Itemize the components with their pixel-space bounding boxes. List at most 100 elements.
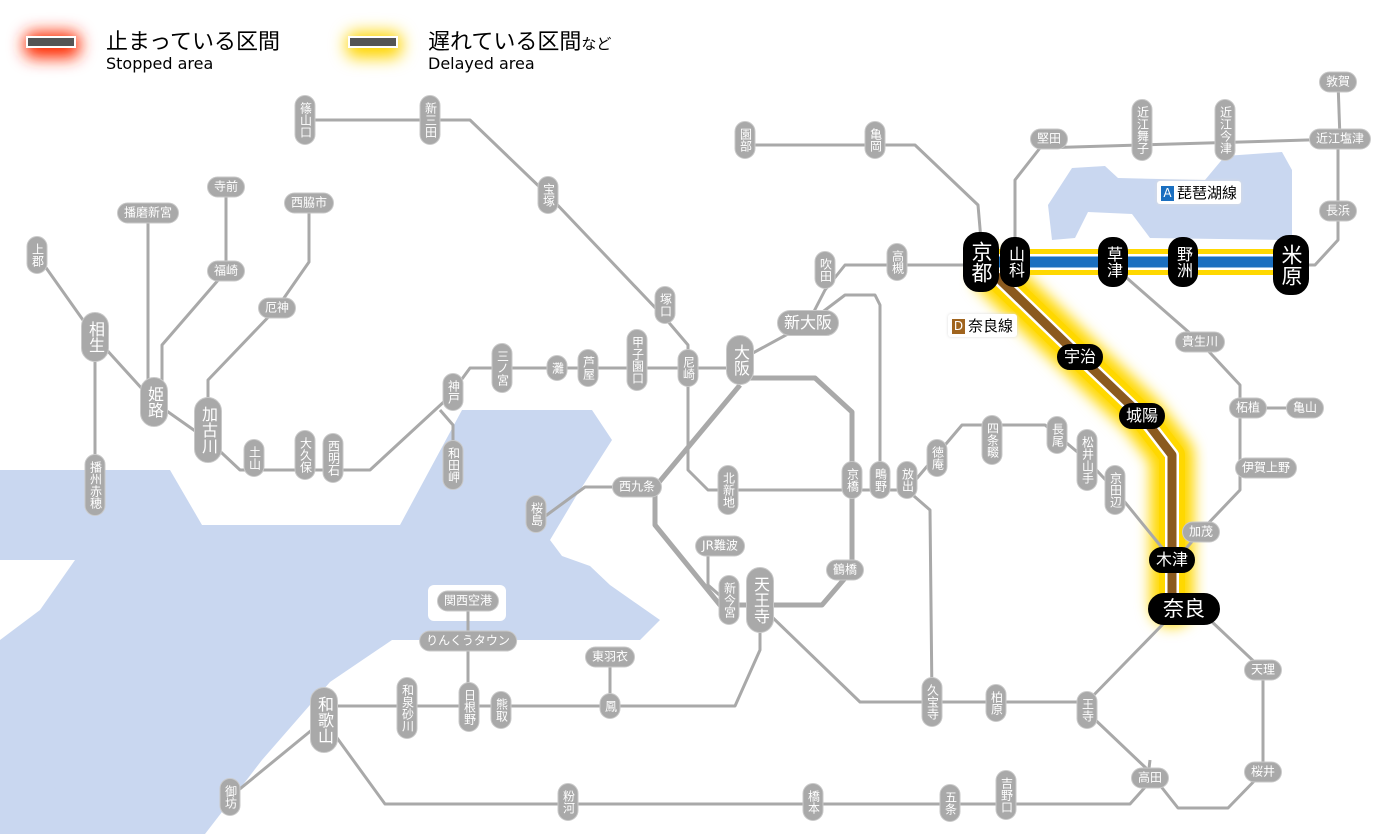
station-normal[interactable]: 西九条 — [611, 476, 663, 498]
station-delayed[interactable]: 宇治 — [1056, 344, 1104, 370]
station-normal[interactable]: 新三田 — [419, 95, 441, 145]
rail-line[interactable] — [745, 143, 983, 241]
station-normal[interactable]: 和歌山 — [310, 687, 338, 753]
station-normal[interactable]: 久宝寺 — [921, 677, 943, 727]
rail-line[interactable] — [305, 118, 907, 492]
station-normal[interactable]: 新大阪 — [776, 310, 840, 336]
station-delayed[interactable]: 米原 — [1273, 235, 1309, 295]
station-normal[interactable]: 加古川 — [194, 397, 222, 463]
legend-stopped-jp: 止まっている区間 — [106, 30, 281, 55]
station-normal[interactable]: 鶴橋 — [825, 559, 865, 581]
station-normal[interactable]: 近江今津 — [1214, 99, 1236, 161]
station-normal[interactable]: 大久保 — [294, 430, 316, 480]
station-normal[interactable]: 和泉砂川 — [396, 677, 418, 739]
station-delayed[interactable]: 城陽 — [1118, 403, 1166, 429]
rail-line[interactable] — [768, 613, 1167, 704]
station-normal[interactable]: 吹田 — [814, 251, 836, 289]
station-normal[interactable]: 大阪 — [726, 335, 754, 385]
station-normal[interactable]: 東羽衣 — [584, 646, 636, 668]
station-normal[interactable]: 柘植 — [1228, 397, 1268, 419]
station-normal[interactable]: 高田 — [1130, 767, 1170, 789]
station-delayed[interactable]: 木津 — [1148, 547, 1196, 573]
station-normal[interactable]: 亀山 — [1285, 397, 1325, 419]
station-normal[interactable]: 土山 — [243, 439, 265, 477]
station-normal[interactable]: 相生 — [81, 312, 109, 362]
station-delayed[interactable]: 草津 — [1098, 237, 1128, 287]
station-normal[interactable]: 桜井 — [1243, 761, 1283, 783]
station-normal[interactable]: 西脇市 — [283, 192, 335, 214]
station-normal[interactable]: JR難波 — [695, 535, 745, 557]
station-normal[interactable]: 播磨新宮 — [116, 202, 180, 224]
station-normal[interactable]: 鴫野 — [869, 461, 891, 499]
station-normal[interactable]: 神戸 — [442, 373, 464, 411]
station-normal[interactable]: 園部 — [734, 121, 756, 159]
station-normal[interactable]: 天理 — [1243, 659, 1283, 681]
station-normal[interactable]: 新今宮 — [718, 575, 740, 625]
rail-line[interactable] — [322, 719, 1152, 806]
station-normal[interactable]: 敦賀 — [1318, 71, 1358, 93]
rail-line[interactable] — [807, 293, 882, 480]
station-normal[interactable]: 松井山手 — [1076, 429, 1098, 491]
station-normal[interactable]: 近江舞子 — [1131, 99, 1153, 161]
station-normal[interactable]: 伊賀上野 — [1234, 457, 1298, 479]
rail-line[interactable] — [35, 254, 740, 472]
station-normal[interactable]: りんくうタウン — [419, 630, 517, 652]
station-normal[interactable]: 福崎 — [206, 260, 246, 282]
station-normal[interactable]: 芦屋 — [577, 349, 599, 387]
rail-line[interactable] — [229, 718, 325, 799]
station-normal[interactable]: 徳庵 — [926, 439, 948, 477]
station-normal[interactable]: 寺前 — [206, 176, 246, 198]
station-normal[interactable]: 四条畷 — [981, 415, 1003, 465]
station-delayed[interactable]: 野洲 — [1168, 237, 1198, 287]
station-normal[interactable]: 姫路 — [140, 377, 168, 427]
station-normal[interactable]: 長尾 — [1046, 416, 1068, 454]
station-normal[interactable]: 御坊 — [219, 778, 241, 816]
station-normal[interactable]: 京田辺 — [1104, 465, 1126, 515]
station-normal[interactable]: 放出 — [896, 461, 918, 499]
station-normal[interactable]: 三ノ宮 — [491, 343, 513, 393]
station-normal[interactable]: 尼崎 — [677, 349, 699, 387]
station-normal[interactable]: 加茂 — [1181, 521, 1221, 543]
station-normal[interactable]: 貴生川 — [1174, 331, 1226, 353]
station-normal[interactable]: 上郡 — [26, 236, 48, 274]
station-normal[interactable]: 天王寺 — [746, 567, 774, 633]
station-normal[interactable]: 王寺 — [1076, 691, 1098, 729]
station-normal[interactable]: 関西空港 — [436, 590, 500, 612]
station-normal[interactable]: 柏原 — [985, 684, 1007, 722]
station-normal[interactable]: 近江塩津 — [1308, 128, 1372, 150]
station-normal[interactable]: 高槻 — [886, 243, 908, 281]
osaka-loop-line[interactable] — [652, 375, 855, 608]
station-normal[interactable]: 播州赤穂 — [84, 454, 106, 516]
station-delayed[interactable]: 京都 — [963, 232, 999, 292]
station-normal[interactable]: 甲子園口 — [626, 329, 648, 391]
station-normal[interactable]: 熊取 — [490, 691, 512, 729]
station-normal[interactable]: 鳳 — [599, 693, 621, 719]
station-normal[interactable]: 北新地 — [717, 465, 739, 515]
station-delayed[interactable]: 山科 — [1000, 237, 1030, 287]
station-normal[interactable]: 西明石 — [322, 433, 344, 483]
station-normal[interactable]: 橋本 — [802, 783, 824, 821]
station-normal[interactable]: 塚口 — [654, 286, 676, 324]
station-normal[interactable]: 宝塚 — [537, 176, 559, 214]
station-delayed[interactable]: 奈良 — [1148, 593, 1220, 625]
station-normal[interactable]: 桜島 — [525, 495, 547, 533]
station-normal[interactable]: 五条 — [939, 784, 961, 822]
rail-line[interactable] — [1085, 618, 1265, 810]
station-normal[interactable]: 和田岬 — [442, 440, 464, 490]
rail-line[interactable] — [906, 488, 934, 701]
station-normal[interactable]: 長浜 — [1318, 200, 1358, 222]
station-normal[interactable]: 吉野口 — [995, 770, 1017, 820]
station-normal[interactable]: 亀岡 — [864, 121, 886, 159]
station-normal[interactable]: 日根野 — [458, 682, 480, 732]
station-normal[interactable]: 灘 — [546, 355, 568, 381]
rail-line[interactable] — [206, 203, 311, 430]
rail-line[interactable] — [739, 263, 981, 362]
rail-line[interactable] — [160, 187, 228, 390]
station-normal[interactable]: 粉河 — [557, 783, 579, 821]
station-normal[interactable]: 京橋 — [841, 461, 863, 499]
station-normal[interactable]: 厄神 — [257, 297, 297, 319]
station-normal[interactable]: 篠山口 — [294, 95, 316, 145]
station-normal[interactable]: 堅田 — [1029, 128, 1069, 150]
